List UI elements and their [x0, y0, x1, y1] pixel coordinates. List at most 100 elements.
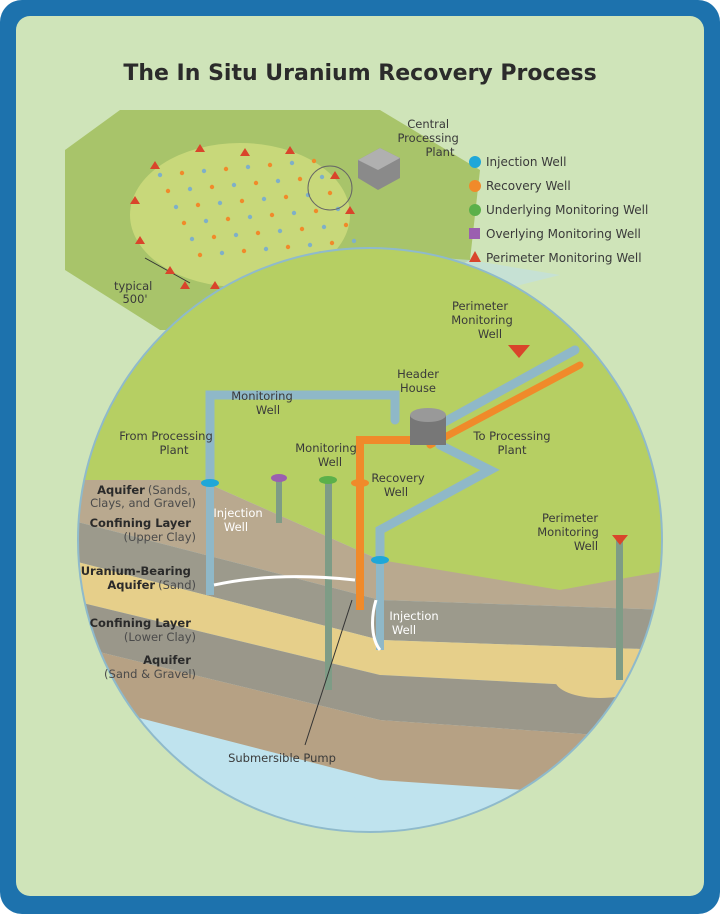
perimeter-well-marker [135, 236, 145, 244]
grid-well-dot [245, 164, 251, 170]
perimeter-well-marker [240, 148, 250, 156]
grid-well-dot [283, 194, 289, 200]
perimeter-well-marker [345, 206, 355, 214]
grid-well-dot [217, 200, 223, 206]
overlying-well-shaft [276, 478, 282, 523]
perimeter-well-marker [195, 144, 205, 152]
perimeter-well-marker [130, 196, 140, 204]
central-processing-plant-icon [358, 148, 400, 190]
grid-well-dot [329, 240, 335, 246]
grid-well-dot [255, 230, 261, 236]
grid-well-dot [311, 158, 317, 164]
grid-well-dot [239, 198, 245, 204]
grid-well-dot [219, 250, 225, 256]
grid-well-dot [253, 180, 259, 186]
grid-well-dot [351, 238, 357, 244]
grid-well-dot [179, 170, 185, 176]
pipes [205, 345, 584, 565]
grid-well-dot [173, 204, 179, 210]
pump-leader [304, 599, 353, 746]
grid-well-dot [297, 176, 303, 182]
plant-label: Central Processing Plant [397, 117, 462, 159]
stratum-upper-clay: Confining Layer (Upper Clay) [90, 512, 196, 544]
perimeter-well-marker [210, 281, 220, 289]
perimeter-well-marker [285, 146, 295, 154]
grid-well-dot [165, 188, 171, 194]
injection-well-shaft [206, 480, 214, 595]
underlying-well-legend-icon [469, 204, 481, 216]
grid-well-dot [319, 174, 325, 180]
grid-well-dot [223, 166, 229, 172]
submersible-pump-label: Submersible Pump [228, 751, 336, 765]
grid-well-dot [233, 232, 239, 238]
stratum-lower-clay: Confining Layer (Lower Clay) [90, 612, 196, 644]
well-grid [157, 158, 357, 258]
legend-overlying-well: Overlying Monitoring Well [486, 227, 641, 241]
wells [201, 345, 628, 690]
perimeter-well-top-icon [508, 345, 530, 358]
perimeter-well-marker [180, 281, 190, 289]
grid-well-dot [263, 246, 269, 252]
stratum-uranium-aquifer: Uranium-Bearing Aquifer(Sand) [81, 560, 196, 592]
grid-well-dot [313, 208, 319, 214]
stratum-aquifer-upper: Aquifer(Sands, Clays, and Gravel) [90, 479, 196, 510]
wellfield-area [130, 143, 350, 287]
grid-well-dot [275, 178, 281, 184]
magnify-circle [307, 165, 353, 211]
cross-section [78, 248, 662, 832]
stratum-aquifer-lower: Aquifer (Sand & Gravel) [104, 649, 196, 681]
grid-well-dot [187, 186, 193, 192]
main-pipe-blue [425, 345, 580, 435]
grid-well-dot [231, 182, 237, 188]
grid-well-dot [277, 228, 283, 234]
grid-well-dot [197, 252, 203, 258]
grid-well-dot [343, 222, 349, 228]
strata-labels: Aquifer(Sands, Clays, and Gravel) Confin… [81, 479, 196, 681]
grid-well-dot [201, 168, 207, 174]
grid-well-dot [269, 212, 275, 218]
recovery-well-shaft [356, 480, 364, 610]
injection-pipe [205, 390, 400, 485]
diagram-title: The In Situ Uranium Recovery Process [123, 61, 596, 86]
flow-arrow [213, 575, 356, 587]
perimeter-well-marker [165, 266, 175, 274]
legend-recovery-well: Recovery Well [486, 179, 571, 193]
injection-well-legend-icon [469, 156, 481, 168]
spacing-label: typical 500' [114, 279, 156, 306]
grid-well-dot [189, 236, 195, 242]
grid-well-dot [261, 196, 267, 202]
grid-well-dot [307, 242, 313, 248]
legend-injection-well: Injection Well [486, 155, 566, 169]
grid-well-dot [285, 244, 291, 250]
grid-well-dot [157, 172, 163, 178]
overlying-well-legend-icon [469, 228, 480, 239]
perimeter-well-marker [330, 171, 340, 179]
grid-well-dot [203, 218, 209, 224]
legend-underlying-well: Underlying Monitoring Well [486, 203, 648, 217]
grid-well-dot [247, 214, 253, 220]
grid-well-dot [327, 190, 333, 196]
grid-well-dot [195, 202, 201, 208]
grid-well-dot [321, 224, 327, 230]
grid-well-dot [291, 210, 297, 216]
grid-well-dot [211, 234, 217, 240]
grid-well-dot [209, 184, 215, 190]
perimeter-well-legend-icon [469, 251, 481, 262]
underlying-well-shaft [325, 480, 332, 690]
grid-well-dot [181, 220, 187, 226]
legend: Injection Well Recovery Well Underlying … [469, 155, 648, 265]
recovery-pipe [356, 436, 414, 484]
grid-well-dot [267, 162, 273, 168]
header-house-icon [410, 408, 446, 445]
injection-pipe-2 [375, 440, 500, 565]
grid-well-dot [241, 248, 247, 254]
